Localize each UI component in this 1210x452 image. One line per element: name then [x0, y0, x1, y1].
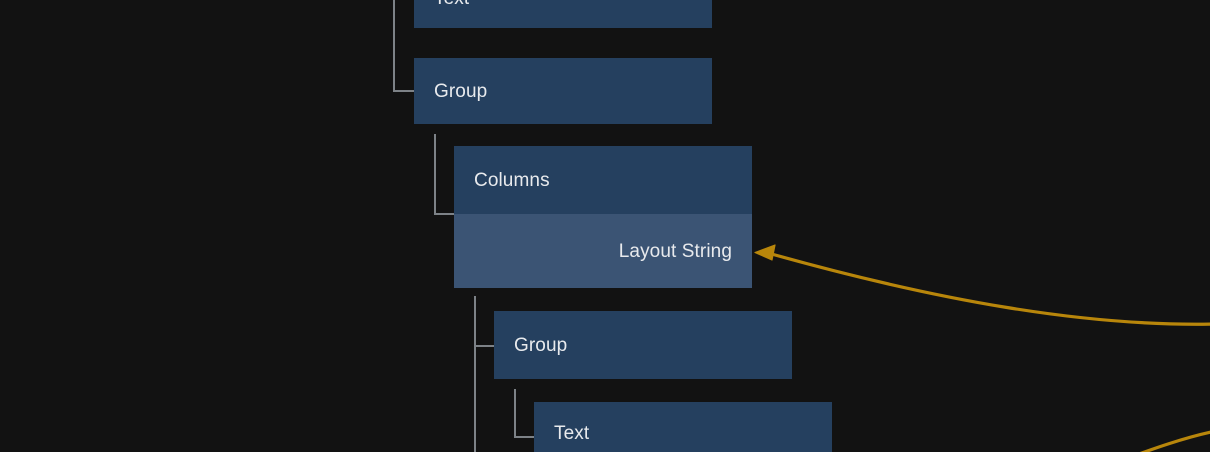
tree-node-text-bottom[interactable]: Text	[534, 402, 832, 452]
tree-connector-branch	[474, 345, 495, 347]
tree-node-label: Text	[434, 0, 469, 8]
tree-node-label: Group	[434, 80, 488, 102]
tree-node-label: Group	[514, 334, 568, 356]
tree-node-label: Columns	[474, 169, 550, 191]
annotation-arrow-curve-secondary	[1139, 430, 1210, 452]
tree-node-columns[interactable]: Columns	[454, 146, 752, 214]
annotation-arrow-curve	[766, 251, 1210, 326]
tree-node-label: Text	[554, 422, 590, 444]
tree-connector-line	[514, 389, 516, 438]
tree-node-group-2[interactable]: Group	[494, 311, 792, 379]
tree-node-layout-string[interactable]: Layout String	[454, 214, 752, 288]
tree-node-group-1[interactable]: Group	[414, 58, 712, 124]
tree-node-label: Layout String	[618, 240, 732, 262]
tree-connector-line	[434, 134, 436, 215]
tree-connector-elbow	[434, 213, 455, 215]
annotation-arrowhead-icon	[754, 244, 776, 261]
tree-connector-line	[393, 0, 395, 91]
tree-connector-line	[474, 296, 476, 452]
tree-node-text-top[interactable]: Text	[414, 0, 712, 28]
tree-connector-elbow	[514, 436, 534, 438]
tree-connector-elbow	[393, 90, 415, 92]
